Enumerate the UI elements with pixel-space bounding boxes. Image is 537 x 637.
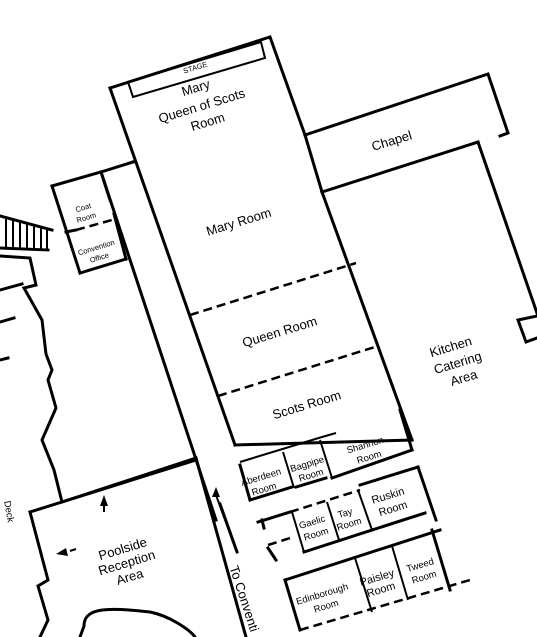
stairs bbox=[0, 214, 54, 252]
mary-room: Mary Room bbox=[204, 205, 273, 239]
kitchen-catering-area: Kitchen Catering Area bbox=[428, 140, 537, 389]
arrow-up-icon bbox=[212, 487, 220, 497]
mary-queen-of-scots-room: Mary Queen of Scots Room bbox=[157, 76, 248, 134]
queen-room: Queen Room bbox=[241, 313, 319, 350]
left-side-walls: Deck bbox=[0, 254, 198, 523]
chapel: Chapel bbox=[303, 72, 510, 194]
mary-room-label: Mary Room bbox=[204, 205, 273, 239]
small-rooms-block: Aberdeen Room Bagpipe Room Shannon Room … bbox=[233, 408, 471, 632]
chapel-label: Chapel bbox=[370, 127, 414, 153]
svg-text:Tay: Tay bbox=[337, 506, 355, 521]
coat-and-office-block: Coat Room Convention Office bbox=[50, 160, 135, 275]
arrow-up-icon bbox=[100, 495, 108, 506]
arrow-left-icon bbox=[56, 548, 68, 556]
to-convention-label: To Conventi bbox=[227, 564, 263, 634]
queen-room-label: Queen Room bbox=[241, 313, 319, 350]
queen-scots-divider bbox=[217, 344, 379, 398]
poolside-reception-area: Poolside Reception Area bbox=[28, 458, 198, 637]
tay-line-1: Tay bbox=[337, 506, 355, 521]
scots-room-label: Scots Room bbox=[271, 387, 343, 422]
mary-queen-divider bbox=[189, 261, 357, 317]
scots-room: Scots Room bbox=[271, 387, 343, 422]
deck-label: Deck bbox=[1, 500, 16, 523]
stage-label: STAGE bbox=[182, 60, 208, 76]
